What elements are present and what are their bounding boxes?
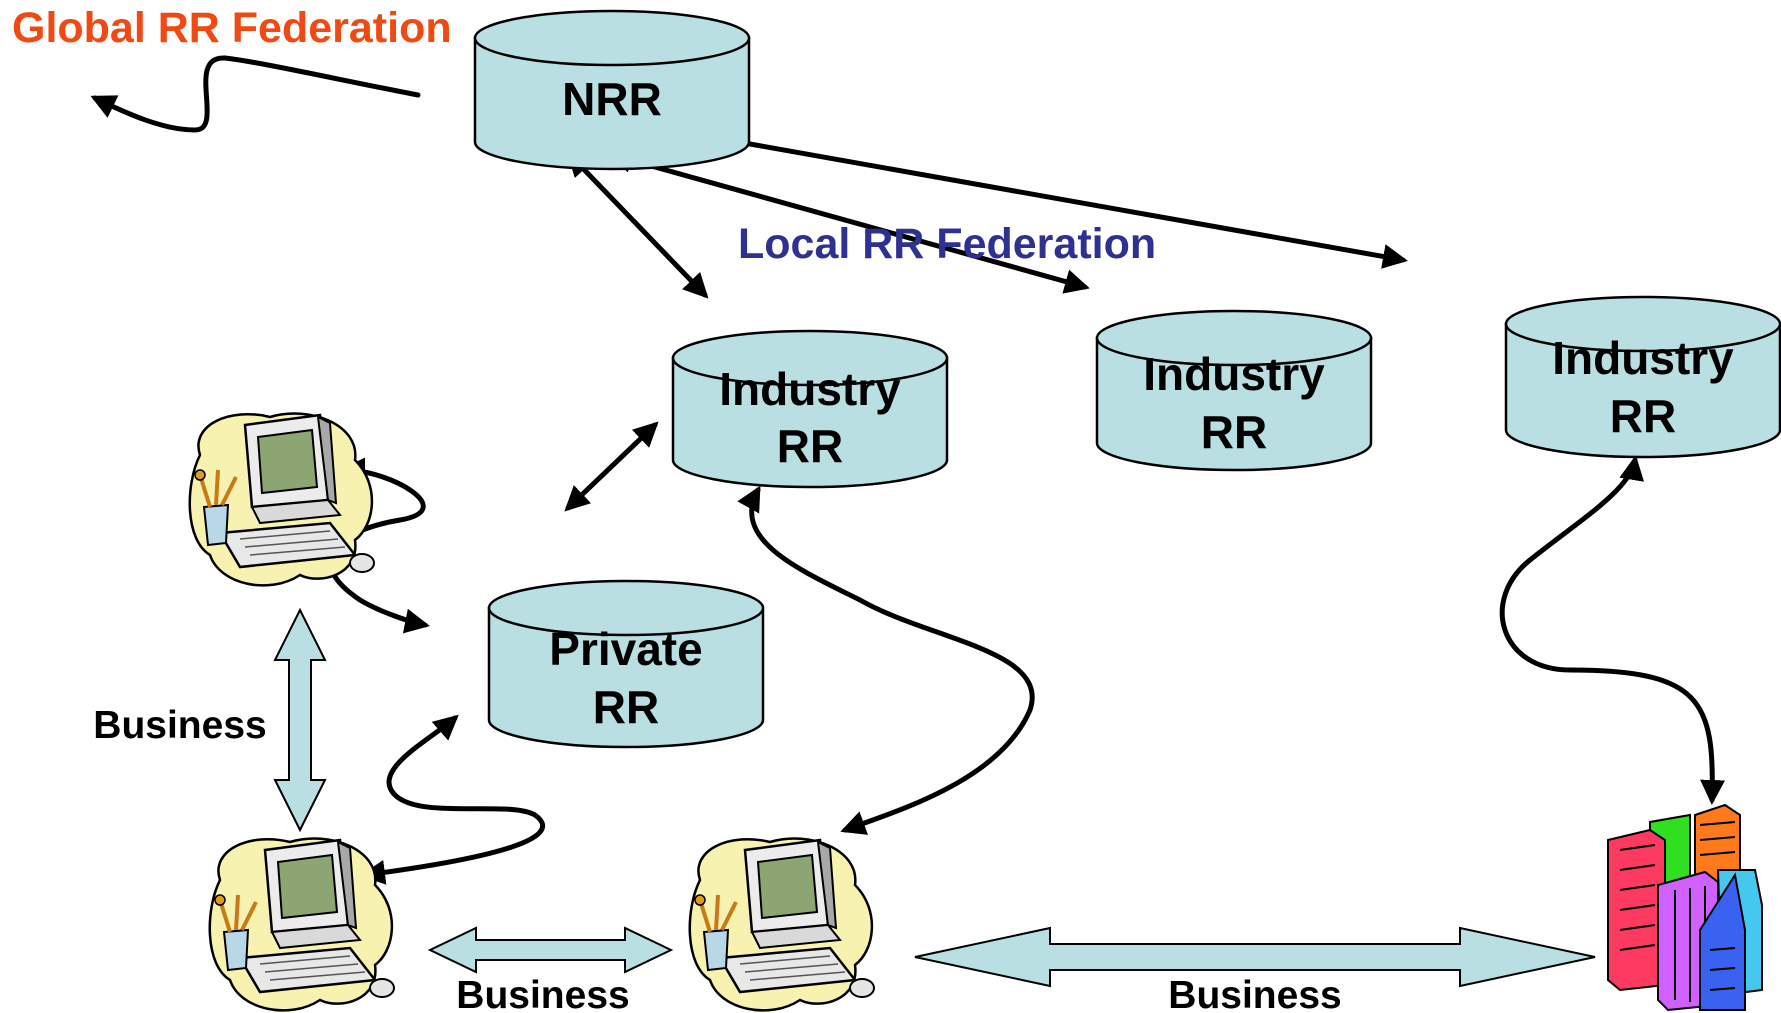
industry-rr-2-line2: RR [1201,406,1267,458]
business-arrow-bottom-left [427,926,674,974]
industry1-computer3-link [737,485,1035,835]
nrr-label: NRR [562,73,662,125]
city-buildings-icon [1607,803,1763,1012]
global-federation-link [90,55,421,133]
industry3-buildings-link [1499,455,1726,805]
global-federation-title: Global RR Federation [12,4,452,52]
computer-icon [207,836,396,1013]
local-federation-title: Local RR Federation [738,220,1156,268]
business-arrow-bottom-right [914,926,1596,988]
industry-rr-1: Industry RR [671,329,949,489]
private-rr-line1: Private [549,623,702,675]
business-label-bottom-right: Business [1168,974,1341,1013]
private-computer2-link [360,714,545,885]
industry-rr-1-line2: RR [777,420,843,472]
computer-icon [687,836,876,1013]
industry-rr-3-line2: RR [1610,390,1676,442]
computer-icon [187,411,376,588]
industry-rr-2: Industry RR [1095,309,1373,472]
business-label-left: Business [93,704,266,747]
industry-rr-3: Industry RR [1504,295,1781,459]
private-rr: Private RR [487,579,765,749]
industry-rr-2-line1: Industry [1143,348,1325,400]
private-rr-line2: RR [593,681,659,733]
industry-rr-1-line1: Industry [719,363,901,415]
nrr-repository: NRR [473,9,751,171]
industry-rr-3-line1: Industry [1552,332,1734,384]
business-label-bottom-left: Business [456,974,629,1013]
industry1-private-link [564,421,659,512]
business-arrow-vertical [273,607,327,833]
nrr-industry3-link [655,119,1408,269]
